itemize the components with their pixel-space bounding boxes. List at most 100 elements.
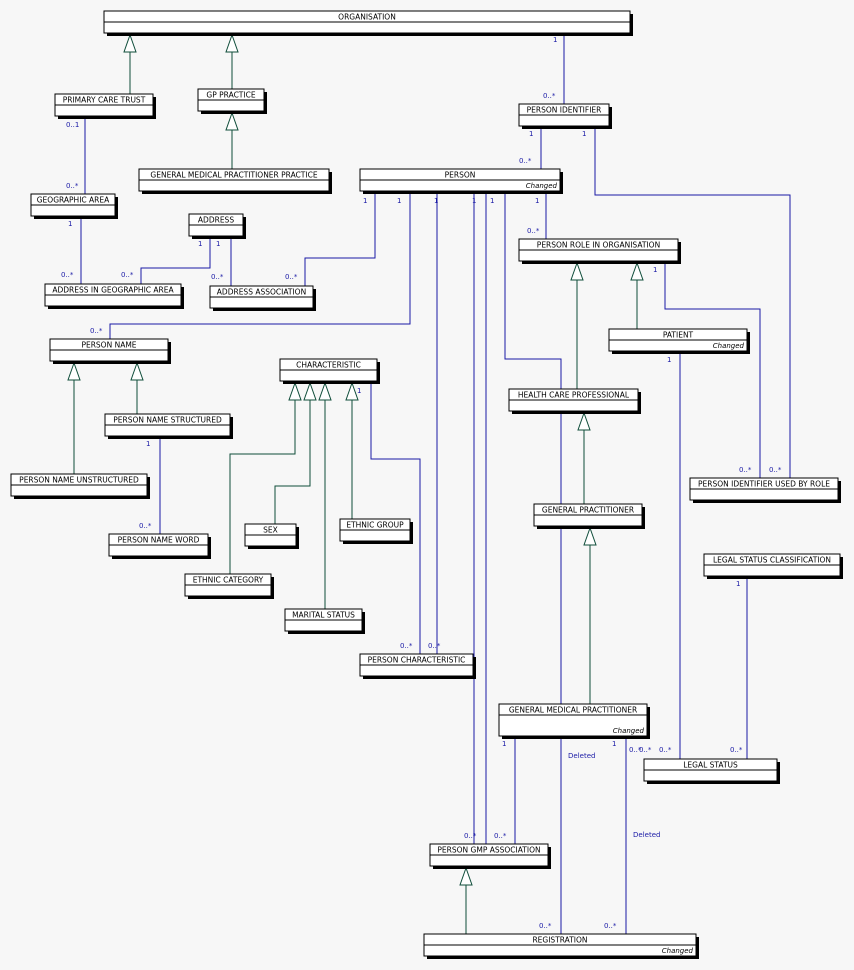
multiplicity-label: 0..* [543, 92, 556, 100]
generalization-line [229, 400, 296, 574]
class-name: ADDRESS ASSOCIATION [217, 288, 306, 297]
class-box-person-name-unstructured[interactable]: PERSON NAME UNSTRUCTURED [10, 473, 150, 499]
multiplicity-label: 1 [216, 240, 220, 248]
class-name: CHARACTERISTIC [296, 361, 361, 370]
class-box-person-gmp-association[interactable]: PERSON GMP ASSOCIATION [429, 843, 551, 869]
class-box-organisation[interactable]: ORGANISATION [103, 10, 633, 36]
class-box-primary-care-trust[interactable]: PRIMARY CARE TRUST [54, 93, 156, 119]
class-box-ethnic-group[interactable]: ETHNIC GROUP [339, 518, 413, 544]
multiplicity-label: 1 [502, 740, 506, 748]
class-name: PATIENT [663, 331, 694, 340]
multiplicity-label: 0..* [66, 182, 79, 190]
class-name: PRIMARY CARE TRUST [63, 96, 146, 105]
class-name: PERSON CHARACTERISTIC [368, 656, 466, 665]
class-name: PERSON NAME STRUCTURED [113, 416, 222, 425]
generalization-arrow-icon [225, 33, 239, 53]
multiplicity-label: 0..* [61, 271, 74, 279]
class-box-address-in-geographic-area[interactable]: ADDRESS IN GEOGRAPHIC AREA [44, 283, 184, 309]
class-stereotype: Changed [713, 342, 745, 350]
class-box-characteristic[interactable]: CHARACTERISTIC [279, 358, 380, 384]
class-name: SEX [263, 526, 278, 535]
multiplicity-label: 0..* [739, 466, 752, 474]
multiplicity-label: 1 [736, 580, 740, 588]
class-box-health-care-professional[interactable]: HEALTH CARE PROFESSIONAL [508, 388, 641, 414]
association-line [504, 191, 562, 934]
association-note: Deleted [633, 831, 660, 839]
multiplicity-label: 1 [653, 266, 657, 274]
multiplicity-label: 0..* [464, 832, 477, 840]
association-line [109, 191, 411, 339]
class-box-sex[interactable]: SEX [244, 523, 299, 549]
multiplicity-label: 0..* [519, 157, 532, 165]
generalization-arrow-icon [67, 361, 81, 381]
generalization-arrow-icon [630, 261, 644, 281]
class-name: ETHNIC GROUP [346, 521, 404, 530]
class-box-address[interactable]: ADDRESS [188, 213, 246, 239]
class-box-person-role-in-organisation[interactable]: PERSON ROLE IN ORGANISATION [518, 238, 681, 264]
class-name: ADDRESS IN GEOGRAPHIC AREA [52, 286, 174, 295]
class-name: LEGAL STATUS [683, 761, 738, 770]
multiplicity-label: 0..* [604, 922, 617, 930]
multiplicity-label: 1 [363, 197, 367, 205]
class-box-general-medical-practitioner-practice[interactable]: GENERAL MEDICAL PRACTITIONER PRACTICE [138, 168, 332, 194]
multiplicity-label: 0..* [139, 522, 152, 530]
multiplicity-label: 1 [490, 197, 494, 205]
class-name: GENERAL PRACTITIONER [542, 506, 634, 515]
class-name: GEOGRAPHIC AREA [37, 196, 110, 205]
class-box-frame [498, 703, 648, 737]
multiplicity-label: 1 [198, 240, 202, 248]
class-name: PERSON GMP ASSOCIATION [437, 846, 540, 855]
class-box-ethnic-category[interactable]: ETHNIC CATEGORY [184, 573, 274, 599]
class-box-legal-status-classification[interactable]: LEGAL STATUS CLASSIFICATION [703, 553, 843, 579]
association-line [304, 191, 376, 286]
class-name: LEGAL STATUS CLASSIFICATION [713, 556, 831, 565]
multiplicity-label: 1 [472, 197, 476, 205]
association-line [140, 236, 211, 284]
generalization-arrow-icon [570, 261, 584, 281]
multiplicity-label: 0..* [539, 922, 552, 930]
multiplicity-label: 1 [529, 130, 533, 138]
class-box-geographic-area[interactable]: GEOGRAPHIC AREA [30, 193, 118, 219]
multiplicity-label: 0..* [494, 832, 507, 840]
class-name: PERSON IDENTIFIER USED BY ROLE [698, 480, 830, 489]
multiplicity-label: 1 [667, 356, 671, 364]
class-box-person-characteristic[interactable]: PERSON CHARACTERISTIC [359, 653, 476, 679]
multiplicity-label: 1 [612, 740, 616, 748]
class-name: GENERAL MEDICAL PRACTITIONER [509, 706, 637, 715]
multiplicity-label: 0..* [211, 273, 224, 281]
class-box-legal-status[interactable]: LEGAL STATUS [643, 758, 780, 784]
class-box-person-identifier-used-by-role[interactable]: PERSON IDENTIFIER USED BY ROLE [689, 477, 841, 503]
class-stereotype: Changed [526, 182, 558, 190]
generalization-arrow-icon [225, 111, 239, 131]
class-box-general-practitioner[interactable]: GENERAL PRACTITIONER [533, 503, 645, 529]
generalization-arrow-icon [577, 411, 591, 431]
class-name: ETHNIC CATEGORY [193, 576, 264, 585]
class-name: PERSON [445, 171, 476, 180]
generalization-arrow-icon [345, 381, 359, 401]
class-box-gp-practice[interactable]: GP PRACTICE [197, 88, 267, 114]
class-name: PERSON IDENTIFIER [527, 106, 602, 115]
association-line [370, 381, 421, 654]
multiplicity-label: 0..* [730, 746, 743, 754]
multiplicity-label: 1 [68, 220, 72, 228]
class-name: REGISTRATION [532, 936, 587, 945]
class-box-marital-status[interactable]: MARITAL STATUS [284, 608, 365, 634]
class-box-person-name-structured[interactable]: PERSON NAME STRUCTURED [104, 413, 233, 439]
multiplicity-label: 1 [397, 197, 401, 205]
class-box-general-medical-practitioner[interactable]: GENERAL MEDICAL PRACTITIONER Changed [498, 703, 650, 739]
class-box-person[interactable]: PERSON Changed [359, 168, 563, 194]
class-box-patient[interactable]: PATIENT Changed [608, 328, 750, 354]
generalization-line [274, 400, 311, 524]
multiplicity-label: 0..* [121, 271, 134, 279]
class-box-address-association[interactable]: ADDRESS ASSOCIATION [209, 285, 316, 311]
class-name: PERSON NAME [81, 341, 136, 350]
class-stereotype: Changed [613, 727, 645, 735]
class-box-person-name[interactable]: PERSON NAME [49, 338, 171, 364]
class-box-person-name-word[interactable]: PERSON NAME WORD [108, 533, 211, 559]
class-name: GENERAL MEDICAL PRACTITIONER PRACTICE [150, 171, 317, 180]
generalization-arrow-icon [303, 381, 317, 401]
class-box-person-identifier[interactable]: PERSON IDENTIFIER [518, 103, 612, 129]
generalization-arrow-icon [288, 381, 302, 401]
